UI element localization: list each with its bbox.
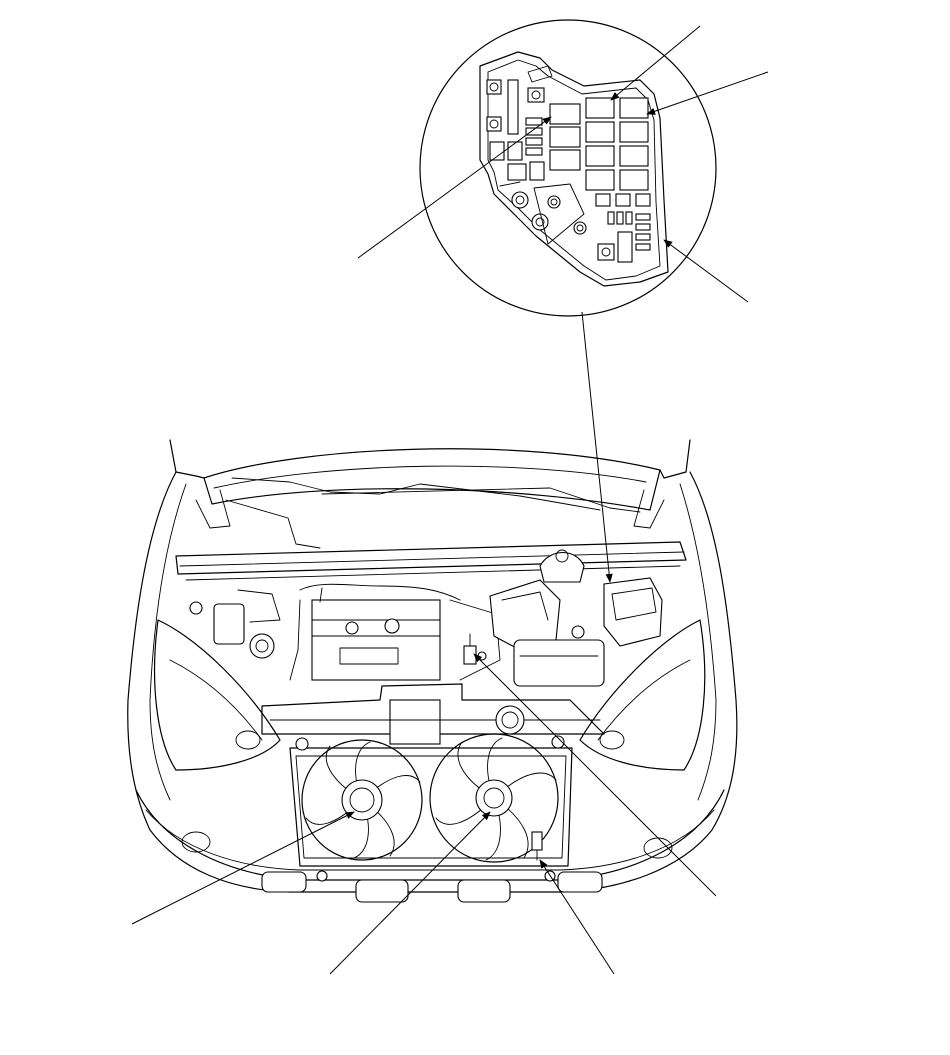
brake-reservoir: [189, 589, 281, 659]
engine-cover: [311, 599, 441, 681]
callout-leaders-bottom: [131, 653, 717, 975]
right-radiator-fan: [429, 733, 559, 863]
bolt: [573, 221, 587, 235]
relay: [619, 145, 649, 167]
leader-left-relay: [357, 116, 552, 259]
air-intake: [489, 579, 605, 687]
front-bumper: [135, 789, 725, 881]
terminal: [527, 87, 545, 103]
fuse-strip: [507, 79, 519, 135]
leader-fuse-box-location: [581, 311, 613, 583]
relay: [549, 103, 581, 125]
cowl: [175, 541, 687, 575]
vehicle-front: [127, 439, 738, 903]
relay: [585, 97, 615, 119]
fuse-box-inner: [487, 59, 661, 281]
leader-engine-sensor: [473, 653, 717, 897]
relay: [619, 121, 649, 143]
engine: [289, 583, 501, 681]
leader-top-fuse: [610, 25, 701, 101]
body-outline: [127, 471, 738, 893]
relay: [585, 121, 615, 143]
radiator-cap: [495, 705, 525, 735]
relay: [585, 169, 615, 191]
radiator: [289, 735, 573, 882]
relay: [585, 145, 615, 167]
leader-fuse-box-edge: [663, 239, 749, 303]
relay: [549, 126, 581, 148]
underhood-fuse-box: [603, 577, 663, 647]
radiator-connector: [531, 831, 543, 861]
leader-right-fuse: [646, 71, 769, 115]
engine-sensor: [463, 633, 487, 665]
left-radiator-fan: [301, 739, 423, 861]
fuse-box-housing: [479, 51, 669, 287]
left-fan-motor-hub: [341, 779, 383, 821]
right-fan-motor-hub: [475, 779, 513, 817]
fuse-box-detail: [419, 19, 717, 317]
relay: [619, 169, 649, 191]
callout-leaders-top: [357, 25, 769, 583]
magnifier-circle: [419, 19, 717, 317]
hood: [203, 448, 661, 511]
terminal: [486, 116, 502, 132]
radiator-support: [261, 683, 605, 735]
bolt: [547, 195, 561, 209]
left-fog-light: [181, 831, 211, 853]
battery: [513, 639, 605, 687]
bolt: [511, 191, 529, 209]
leader-left-fan-motor: [131, 811, 355, 925]
terminal: [486, 79, 502, 95]
leader-right-fan-motor: [329, 811, 491, 975]
strut-tower-right: [539, 549, 585, 583]
bolt: [531, 213, 549, 231]
relay: [619, 97, 649, 119]
right-headlight: [579, 619, 706, 771]
relay: [549, 149, 581, 171]
left-headlight: [153, 619, 281, 771]
leader-radiator-connector: [539, 859, 615, 975]
